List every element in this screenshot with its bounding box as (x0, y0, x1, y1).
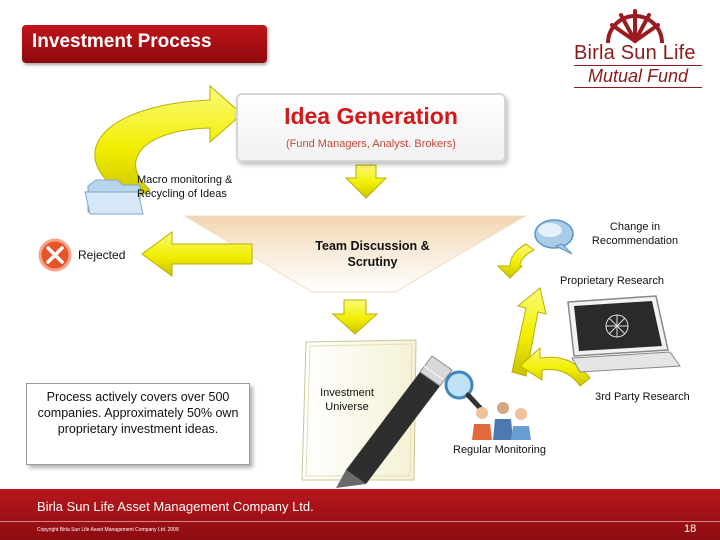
idea-generation-box: Idea Generation (Fund Managers, Analyst.… (236, 93, 506, 162)
footer-copyright: Copyright Birla Sun Life Asset Managemen… (37, 527, 179, 533)
third-party-research-label: 3rd Party Research (595, 390, 690, 404)
laptop-icon (568, 296, 680, 372)
folder-icon (85, 180, 143, 214)
process-description-box: Process actively covers over 500 compani… (26, 383, 250, 465)
change-in-recommendation-label: Change in Recommendation (580, 220, 690, 248)
rejected-icon (40, 240, 70, 270)
logo-rule (574, 87, 702, 88)
change-arrow (498, 244, 534, 278)
idea-generation-subtitle: (Fund Managers, Analyst. Brokers) (238, 138, 504, 150)
proprietary-research-label: Proprietary Research (560, 274, 664, 288)
footer-bar: Birla Sun Life Asset Management Company … (0, 489, 720, 540)
page-number: 18 (684, 523, 696, 535)
down-arrow-1 (346, 165, 386, 198)
macro-monitoring-label: Macro monitoring & Recycling of Ideas (137, 173, 277, 201)
sunburst-logo-icon (600, 5, 670, 45)
team-discussion-label: Team Discussion & Scrutiny (300, 238, 445, 270)
magnifier-people-icon (446, 372, 531, 440)
idea-generation-title: Idea Generation (238, 103, 504, 130)
footer-divider (0, 521, 720, 522)
footer-company-name: Birla Sun Life Asset Management Company … (37, 499, 314, 514)
rejected-label: Rejected (78, 248, 125, 262)
title-banner: Investment Process (22, 25, 267, 63)
regular-monitoring-label: Regular Monitoring (453, 443, 546, 457)
investment-universe-label: Investment Universe (312, 386, 382, 414)
page-title: Investment Process (32, 31, 212, 53)
logo-tagline: Mutual Fund (588, 66, 688, 87)
down-arrow-2 (333, 300, 377, 334)
chat-bubble-icon (535, 220, 573, 254)
logo-name: Birla Sun Life (574, 42, 696, 65)
process-description-text: Process actively covers over 500 compani… (31, 389, 245, 437)
